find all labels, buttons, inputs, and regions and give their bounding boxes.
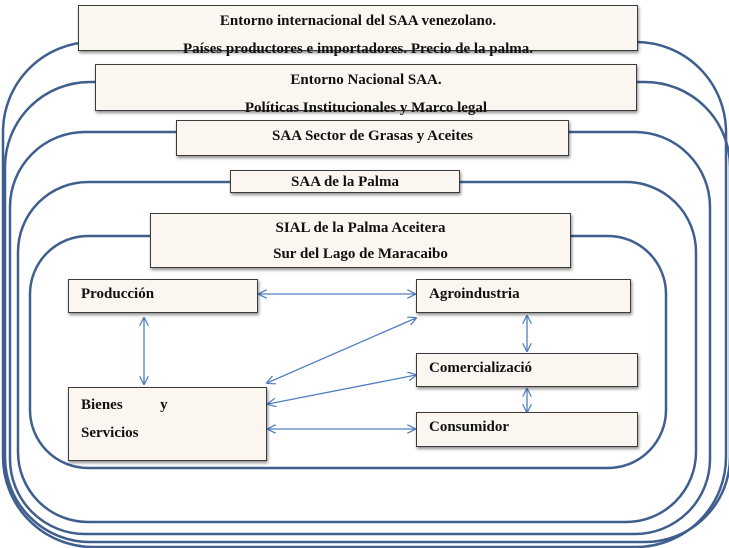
node-agroindustria: Agroindustria bbox=[416, 279, 631, 313]
sial-title: SIAL de la Palma Aceitera bbox=[275, 220, 446, 236]
node-consumidor: Consumidor bbox=[416, 412, 638, 447]
level-box-international: Entorno internacional del SAA venezolano… bbox=[78, 5, 638, 57]
node-produccion-label: Producción bbox=[81, 286, 155, 302]
arrow-bienes-comercializacion bbox=[268, 375, 416, 404]
node-agroindustria-label: Agroindustria bbox=[429, 286, 520, 302]
level-box-palma: SAA de la Palma bbox=[230, 170, 460, 193]
node-bienes-label-line2: Servicios bbox=[81, 424, 139, 441]
node-bienes-label-line1: Bienes y bbox=[81, 397, 168, 413]
nacional-subtitle: Políticas Institucionales y Marco legal bbox=[244, 99, 488, 116]
node-bienes-servicios: Bienes y Servicios bbox=[68, 387, 267, 461]
sial-subtitle: Sur del Lago de Maracaibo bbox=[273, 245, 448, 262]
node-comercializacion-label: Comercializació bbox=[429, 360, 533, 376]
node-produccion: Producción bbox=[68, 279, 258, 313]
node-consumidor-label: Consumidor bbox=[429, 419, 510, 435]
level-box-sector: SAA Sector de Grasas y Aceites bbox=[176, 120, 569, 156]
level-box-nacional: Entorno Nacional SAA. Políticas Instituc… bbox=[95, 64, 637, 116]
nacional-title: Entorno Nacional SAA. bbox=[290, 72, 442, 88]
palma-title: SAA de la Palma bbox=[291, 174, 399, 190]
arrow-bienes-agroindustria bbox=[267, 318, 416, 383]
sector-title: SAA Sector de Grasas y Aceites bbox=[272, 128, 473, 144]
node-comercializacion: Comercializació bbox=[416, 353, 638, 387]
international-title: Entorno internacional del SAA venezolano… bbox=[219, 13, 497, 29]
international-subtitle: Países productores e importadores. Preci… bbox=[182, 40, 534, 57]
level-box-sial: SIAL de la Palma Aceitera Sur del Lago d… bbox=[150, 213, 571, 268]
